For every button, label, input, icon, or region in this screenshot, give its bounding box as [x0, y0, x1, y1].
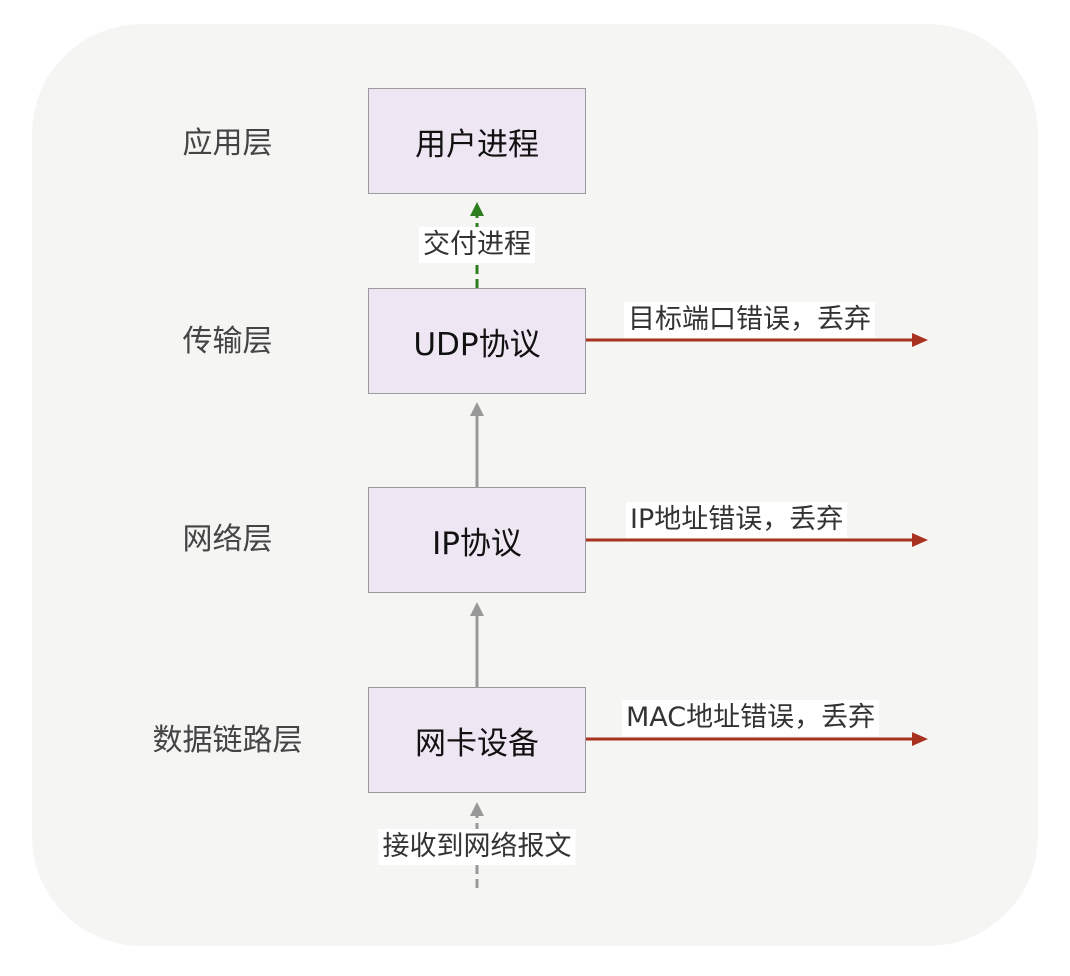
- box-udp-protocol: UDP协议: [368, 288, 586, 394]
- layer-label-transport: 传输层: [182, 324, 273, 359]
- edge-label-deliver: 交付进程: [419, 227, 535, 263]
- layer-label-network: 网络层: [182, 522, 273, 557]
- layer-label-datalink: 数据链路层: [152, 723, 303, 758]
- box-nic-device: 网卡设备: [368, 687, 586, 793]
- box-ip-protocol: IP协议: [368, 487, 586, 593]
- edge-label-receive: 接收到网络报文: [378, 829, 576, 865]
- box-user-process: 用户进程: [368, 88, 586, 194]
- edge-label-discard-port: 目标端口错误，丢弃: [624, 302, 875, 338]
- layer-label-application: 应用层: [182, 126, 273, 161]
- edge-label-discard-ip: IP地址错误，丢弃: [626, 502, 848, 538]
- edge-label-discard-mac: MAC地址错误，丢弃: [622, 700, 880, 736]
